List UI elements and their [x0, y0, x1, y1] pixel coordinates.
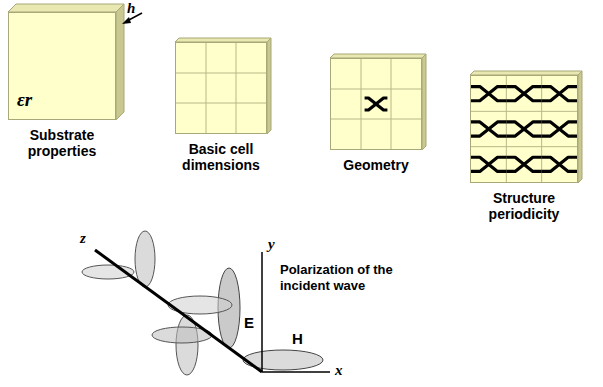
- cross-geometry: [506, 122, 541, 136]
- substrate-top-face: [8, 4, 124, 12]
- panel-caption: Geometry: [321, 157, 431, 173]
- cross-geometry: [365, 98, 388, 110]
- cross-geometry: [542, 87, 577, 101]
- field-label: H: [292, 330, 303, 347]
- cell-panel: Geometry: [330, 58, 422, 150]
- cross-geometry: [542, 157, 577, 171]
- y-axis: [261, 252, 263, 372]
- cell-grid: [471, 76, 577, 182]
- axis-label: x: [335, 362, 343, 379]
- panel-side-face: [578, 71, 582, 183]
- x-axis: [262, 371, 330, 373]
- cross-geometry: [506, 87, 541, 101]
- cross-geometry: [506, 157, 541, 171]
- cross-geometry: [506, 122, 541, 136]
- electric-field-wave: [135, 231, 240, 375]
- cross-geometry: [542, 87, 577, 101]
- cross-geometry: [471, 122, 506, 136]
- cell-panel: Basic cell dimensions: [175, 42, 267, 134]
- cross-geometry: [365, 98, 388, 110]
- cross-geometry: [471, 157, 506, 171]
- substrate-panel: Substrate propertiesεr: [8, 12, 116, 120]
- cross-geometry: [542, 122, 577, 136]
- cross-geometry: [542, 157, 577, 171]
- substrate-side-face: [116, 4, 124, 120]
- cross-geometry: [506, 87, 541, 101]
- panel-caption: Structure periodicity: [472, 190, 576, 222]
- axis-label: y: [268, 236, 275, 253]
- material-symbol: εr: [17, 89, 32, 111]
- arrow-head: [122, 17, 131, 24]
- polarization-caption: Polarization of the incident wave: [280, 262, 405, 293]
- cell-grid: [331, 59, 421, 149]
- panel-caption: Substrate properties: [10, 127, 114, 159]
- panel-side-face: [267, 38, 271, 134]
- z-axis: [95, 250, 262, 372]
- panel-caption: Basic cell dimensions: [171, 141, 271, 173]
- cross-geometry: [471, 157, 506, 171]
- cross-geometry: [471, 122, 506, 136]
- cell-panel: Structure periodicity: [470, 75, 578, 183]
- cross-geometry: [506, 157, 541, 171]
- cell-grid: [176, 43, 266, 133]
- cross-geometry: [471, 87, 506, 101]
- panel-side-face: [422, 54, 426, 150]
- cross-geometry: [542, 122, 577, 136]
- cross-geometry: [471, 87, 506, 101]
- axis-label: z: [80, 230, 86, 247]
- field-label: E: [244, 314, 254, 331]
- thickness-label: h: [127, 0, 135, 17]
